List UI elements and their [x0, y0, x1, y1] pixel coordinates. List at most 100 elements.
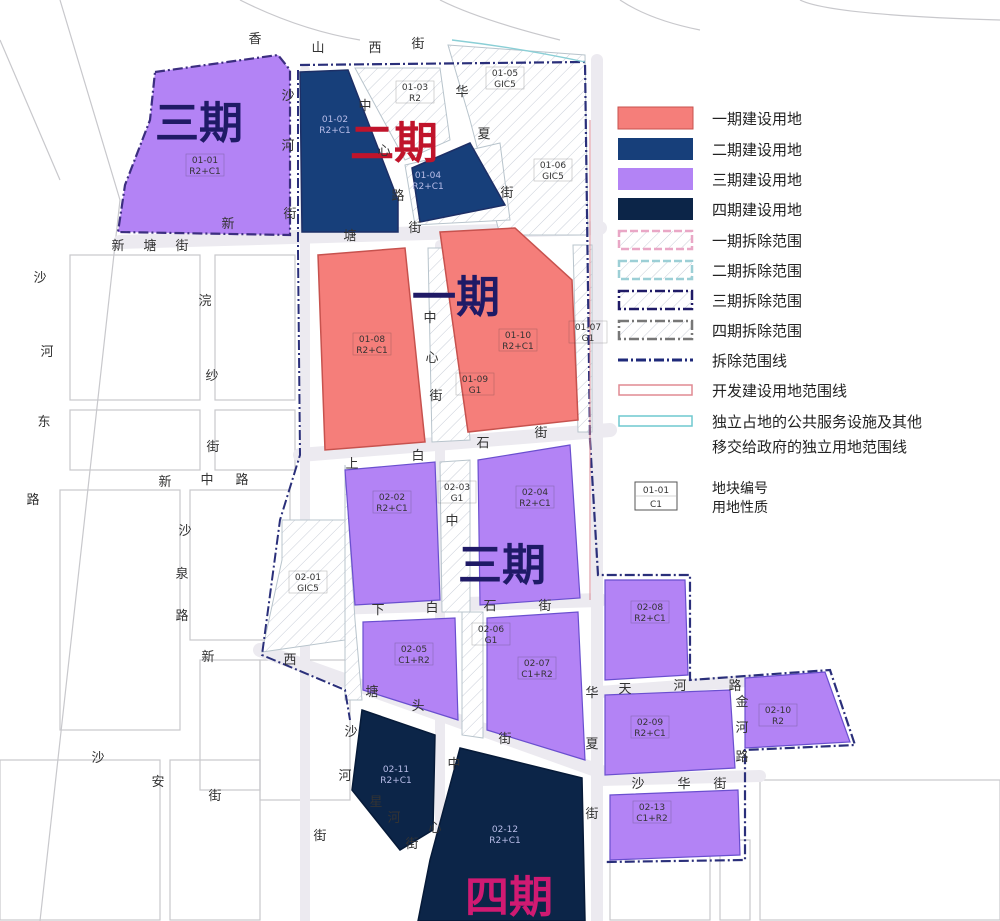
parcel-01-10[interactable]	[439, 227, 579, 433]
parcel-use: G1	[451, 494, 464, 504]
street-jinhe: 金河路	[735, 694, 748, 765]
street-char: 中	[200, 473, 213, 488]
parcel-01-04[interactable]	[411, 142, 507, 223]
legend-label-public2: 移交给政府的独立用地范围线	[712, 438, 907, 456]
legend-swatch-phase4	[618, 198, 693, 220]
street-char: 华	[677, 777, 690, 792]
parcel-01-08[interactable]	[317, 247, 426, 451]
street-char: 东	[37, 415, 50, 430]
street-huaxia: 华夏街	[455, 85, 513, 201]
street-char: 上	[345, 457, 358, 472]
street-char: 纱	[205, 369, 218, 384]
parcel-code: 02-03	[444, 483, 470, 493]
parcel-01-02-shape	[299, 69, 399, 233]
street-zhong3: 中	[445, 514, 458, 529]
street-char: 浣	[198, 294, 211, 309]
parcel-02-02[interactable]	[344, 461, 441, 606]
street-char: 新	[111, 238, 124, 254]
parcel-01-01[interactable]	[116, 53, 292, 237]
street-char: 金	[735, 694, 748, 710]
parcel-use: GIC5	[542, 172, 564, 182]
parcel-code: 02-11	[383, 765, 409, 775]
street-shaan: 沙安街	[91, 751, 221, 804]
legend-swatch-phase3	[618, 168, 693, 190]
parcel-code: 02-06	[478, 625, 504, 635]
legend-label-phase3: 三期建设用地	[712, 171, 802, 189]
parcel-02-08-shape	[604, 579, 689, 681]
legend-swatch-demo1	[617, 229, 694, 251]
parcel-02-12-shape	[417, 747, 586, 921]
parcel-code: 02-13	[639, 803, 665, 813]
parcel-use: C1+R2	[398, 656, 430, 666]
parcel-02-07[interactable]	[486, 611, 586, 761]
street-zhongxin3: 中心	[428, 757, 460, 836]
parcel-01-08-shape	[317, 247, 426, 451]
legend-label-phase4: 四期建设用地	[712, 201, 802, 219]
parcel-01-02[interactable]	[299, 69, 399, 233]
street-char: 街	[405, 837, 418, 852]
street-xinghe: 星河街	[369, 795, 418, 852]
street-char: 中	[423, 311, 436, 326]
phase-labels: 三期 二期 一期 三期 四期	[155, 98, 553, 921]
street-char: 华	[585, 686, 598, 701]
legend-label-demo4: 四期拆除范围	[712, 322, 802, 340]
street-char: 街	[206, 440, 219, 455]
phase-label-3-top: 三期	[155, 98, 243, 149]
street-char: 街	[208, 789, 221, 804]
parcel-code: 02-10	[765, 706, 791, 716]
parcel-02-13-shape	[609, 789, 741, 861]
street-char: 山	[311, 41, 324, 56]
street-char: 街	[313, 829, 326, 844]
parcel-use: G1	[469, 386, 482, 396]
street-char: 河	[40, 345, 53, 360]
parcel-code: 02-07	[524, 659, 550, 669]
parcel-use: R2+C1	[489, 836, 521, 846]
parcel-02-05[interactable]	[362, 617, 459, 721]
parcel-01-01-shape	[116, 53, 292, 237]
street-char: 街	[585, 807, 598, 822]
street-char: 星	[369, 795, 382, 810]
street-char: 河	[281, 139, 294, 154]
parcel-02-11[interactable]	[351, 708, 436, 851]
parcel-02-12[interactable]	[417, 747, 586, 921]
parcel-01-10-shape	[439, 227, 579, 433]
legend-key-code: 01-01	[643, 486, 669, 496]
street-char: 泉	[175, 566, 188, 582]
parcel-02-13[interactable]	[609, 789, 741, 861]
street-char: 西	[283, 653, 296, 668]
parcel-02-04[interactable]	[477, 444, 581, 606]
street-xiang: 香山西街	[248, 32, 424, 56]
street-labels: 香山西街沙河街中心路华夏街新塘街新塘街沙河东路浣纱街中心街上白石街新中路沙泉路新…	[26, 32, 748, 852]
parcel-code: 01-09	[462, 375, 488, 385]
parcel-02-10[interactable]	[744, 671, 851, 749]
parcel-02-08[interactable]	[604, 579, 689, 681]
street-xintang: 新塘街	[221, 216, 421, 244]
street-char: 天	[618, 682, 631, 697]
legend-key-label2: 用地性质	[712, 500, 768, 516]
parcel-code: 01-08	[359, 335, 385, 345]
street-char: 夏	[477, 127, 490, 142]
street-shaquan: 沙泉路	[175, 524, 191, 624]
parcel-01-04-shape	[411, 142, 507, 223]
legend-swatch-phase2	[618, 138, 693, 160]
street-char: 新	[201, 649, 214, 665]
parcel-use: R2+C1	[189, 167, 221, 177]
street-char: 河	[735, 721, 748, 736]
parcel-code: 01-01	[192, 156, 218, 166]
parcel-code: 02-04	[522, 488, 548, 498]
legend-label-public1: 独立占地的公共服务设施及其他	[712, 413, 922, 431]
phase-label-1: 一期	[412, 272, 500, 323]
street-char: 河	[387, 811, 400, 826]
street-char: 香	[248, 32, 261, 47]
parcel-use: R2+C1	[502, 342, 534, 352]
parcel-02-09[interactable]	[604, 689, 736, 776]
